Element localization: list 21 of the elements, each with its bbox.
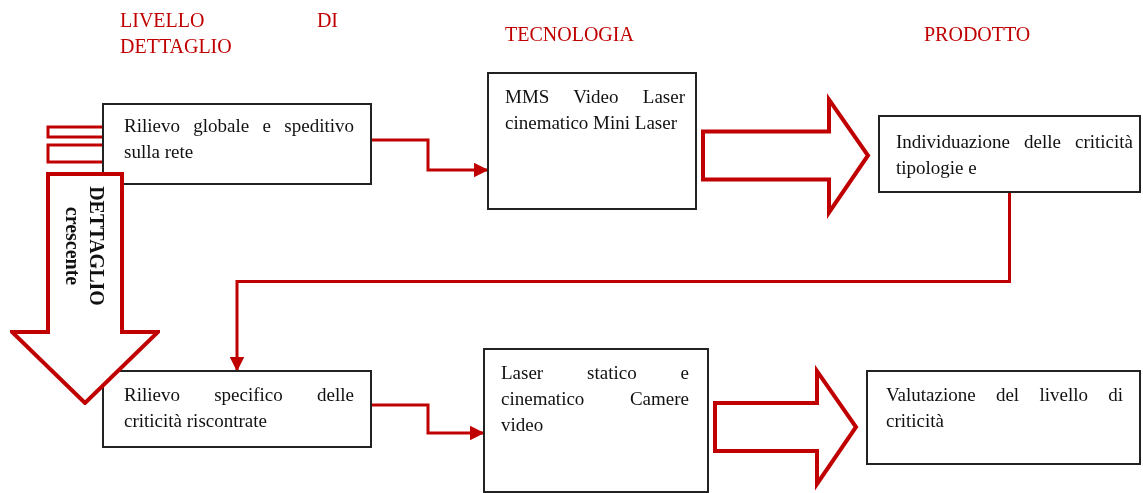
box-text: Rilievo globale e speditivo sulla rete (124, 114, 354, 164)
box-text: MMS Video Laser cinematico Mini Laser (505, 85, 685, 135)
box-text: Rilievo specifico delle criticità riscontrate (124, 383, 354, 433)
box-text: Laser statico e cinematico Camere video (501, 361, 689, 437)
vertical-label: DETTAGLIO crescente (61, 185, 109, 308)
arrow (372, 403, 485, 441)
block-arrow (701, 93, 871, 219)
block-arrow (713, 364, 859, 491)
process-box (102, 103, 372, 185)
arrow (229, 193, 1011, 372)
process-box (878, 115, 1141, 193)
process-box (102, 370, 372, 448)
box-text: Valutazione del livello di criticità (886, 383, 1123, 433)
column-heading: TECNOLOGIA (505, 22, 635, 47)
column-heading: PRODOTTO (924, 22, 1032, 47)
box-text: Individuazione delle criticità tipologie e (896, 130, 1133, 180)
process-box (483, 348, 709, 493)
process-box (866, 370, 1141, 465)
column-heading: LIVELLO DI DETTAGLIO (120, 8, 338, 59)
process-box (487, 72, 697, 210)
arrow (372, 138, 489, 178)
